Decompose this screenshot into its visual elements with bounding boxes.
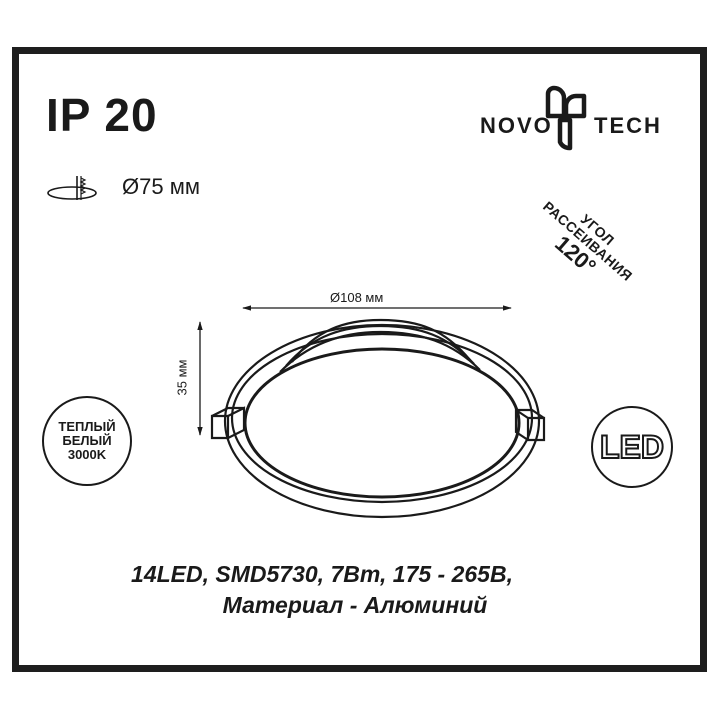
color-temp-line2: БЕЛЫЙ (62, 432, 112, 448)
ip-rating: IP 20 (46, 89, 158, 141)
diameter-dimension: Ø108 мм (330, 290, 384, 305)
led-badge-icon: LED (591, 406, 673, 488)
spec-sheet-frame (12, 47, 707, 672)
led-label: LED (599, 428, 665, 466)
color-temp-line1: ТЕПЛЫЙ (58, 418, 116, 434)
warm-white-badge: ТЕПЛЫЙ БЕЛЫЙ 3000K (42, 396, 132, 486)
novotech-logo-icon: NOVO TECH (480, 85, 662, 151)
svg-text:TECH: TECH (594, 113, 662, 138)
height-dimension: 35 мм (174, 359, 190, 396)
color-temp-line3: 3000K (67, 447, 107, 463)
svg-text:NOVO: NOVO (480, 113, 553, 138)
spec-line-material: Материал - Алюминий (222, 592, 488, 618)
spec-line-electrical: 14LED, SMD5730, 7Вт, 175 - 265В, (131, 561, 513, 587)
ceiling-cutout-icon (47, 176, 97, 200)
cutout-diameter: Ø75 мм (122, 174, 200, 199)
